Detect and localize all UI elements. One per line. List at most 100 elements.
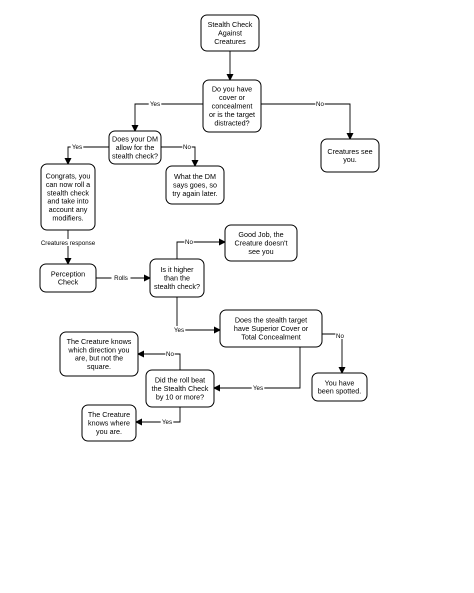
edge-label-background [111,274,131,281]
node-text-line: The Creature knows [67,337,132,346]
node-box [145,369,215,408]
node-text-line: Against [218,29,242,38]
node-text-line: Creatures [214,37,246,46]
node-text-line: or is the target [209,110,255,119]
edge-label-background [172,326,186,333]
node-text-line: Total Concealment [241,332,301,341]
edge-label-cover-yes: Yes [150,101,160,108]
node-text-line: Did the roll beat [155,376,205,385]
edge-label-background [184,238,194,245]
node-box [39,263,97,293]
node-text-line: by 10 or more? [156,392,204,401]
edge-label-background [148,100,162,107]
node-box [219,309,323,348]
edge-label-higher-no: No [185,239,193,246]
connector-arrow [137,350,181,370]
node-text-line: Congrats, you [46,172,91,181]
node-text-line: What the DM [174,172,216,181]
edge-label-beat-no: No [166,351,174,358]
node-text-line: says goes, so [173,181,217,190]
edge-label-background [182,143,192,150]
edge-label-background [335,332,345,339]
edge-label-background [160,418,174,425]
node-box [320,138,380,173]
edge-label-superior-no: No [336,333,344,340]
node-text-line: can now roll a [46,180,90,189]
node-text-line: you. [343,155,357,164]
node-box [202,79,262,133]
node-text-line: Check [58,278,79,287]
edge-label-higher-yes: Yes [174,327,184,334]
node-box [59,331,139,377]
edge-label-rolls: Rolls [114,275,128,282]
node-box [40,163,96,231]
node-text-line: Do you have [212,85,252,94]
node-text-line: Perception [51,269,85,278]
connector-arrow [176,238,226,259]
node-text-line: cover or [219,93,246,102]
edge-label-background [165,350,175,357]
edge-label-creatures-response: Creatures response [41,240,96,247]
node-text-line: Is it higher [160,265,194,274]
node-box [224,224,298,262]
node-text-line: have Superior Cover or [234,324,309,333]
node-text-line: been spotted. [318,387,362,396]
connector-arrow [176,297,221,334]
node-text-line: Does your DM [112,135,158,144]
node-text-line: stealth check? [112,151,158,160]
node-text-line: modifiers. [52,214,83,223]
edge-label-background [251,384,265,391]
edge-label-dm-yes: Yes [72,144,82,151]
edge-label-dm-no: No [183,144,191,151]
node-text-line: see you [248,247,273,256]
node-box [108,130,162,165]
connector-arrow [261,103,354,140]
node-text-line: square. [87,362,111,371]
connector-arrow [213,347,301,392]
node-text-line: Stealth Check [208,20,253,29]
node-text-line: allow for the [116,143,155,152]
node-box [200,14,260,52]
edge-label-background [315,100,325,107]
node-text-line: are, but not the [75,354,123,363]
edge-label-background [37,239,99,246]
connector-arrow [135,407,181,426]
node-box [149,258,205,298]
node-text-line: Creature doesn't [235,239,288,248]
node-text-line: stealth check? [154,282,200,291]
node-text-line: and take into [47,197,88,206]
edge-label-background [70,143,84,150]
node-text-line: distracted? [214,118,249,127]
node-text-line: you are. [96,427,122,436]
node-box [165,165,225,205]
node-text-line: try again later. [172,189,217,198]
node-text-line: Good Job, the [238,230,283,239]
edge-label-beat-yes: Yes [162,419,172,426]
node-box [81,404,137,442]
node-text-line: stealth check [47,188,89,197]
node-text-line: The Creature [88,410,130,419]
node-text-line: concealment [212,102,253,111]
connector-arrow [161,146,199,167]
edge-label-superior-yes: Yes [253,385,263,392]
node-text-line: the Stealth Check [152,384,209,393]
connector-arrow [131,103,203,132]
node-text-line: knows where [88,419,130,428]
node-box [311,372,368,402]
edge-label-cover-no: No [316,101,324,108]
node-text-line: than the [164,274,190,283]
